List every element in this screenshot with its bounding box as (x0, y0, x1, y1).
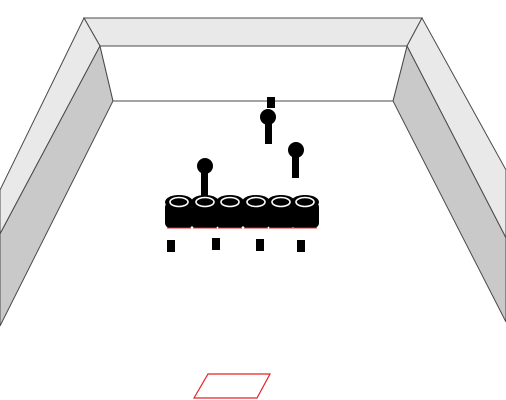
tube-5[interactable] (267, 195, 295, 229)
lever-center-ball (260, 109, 276, 125)
peg-b (212, 238, 220, 250)
lever-left[interactable] (197, 158, 213, 198)
peg-a (167, 240, 175, 252)
tube-6[interactable] (291, 195, 319, 229)
tube-2[interactable] (191, 195, 219, 229)
wall-top-back (83, 17, 423, 47)
lever-center[interactable] (260, 97, 276, 144)
peg-c (256, 239, 264, 251)
wall-top-right (406, 16, 506, 239)
target-zone[interactable] (192, 373, 272, 399)
wall-inner-back (99, 45, 408, 102)
lever-center-block (267, 97, 275, 108)
tube-row (165, 195, 319, 229)
lever-right-ball (288, 142, 304, 158)
tube-4[interactable] (242, 195, 270, 229)
lever-left-ball (197, 158, 213, 174)
peg-d (297, 240, 305, 252)
lever-right[interactable] (288, 142, 304, 178)
tube-3[interactable] (216, 195, 244, 229)
lever-center-pole (265, 120, 272, 144)
tube-1[interactable] (165, 195, 193, 229)
lever-right-pole (292, 153, 299, 178)
wall-top-left (0, 16, 101, 235)
lever-left-pole (201, 168, 208, 198)
